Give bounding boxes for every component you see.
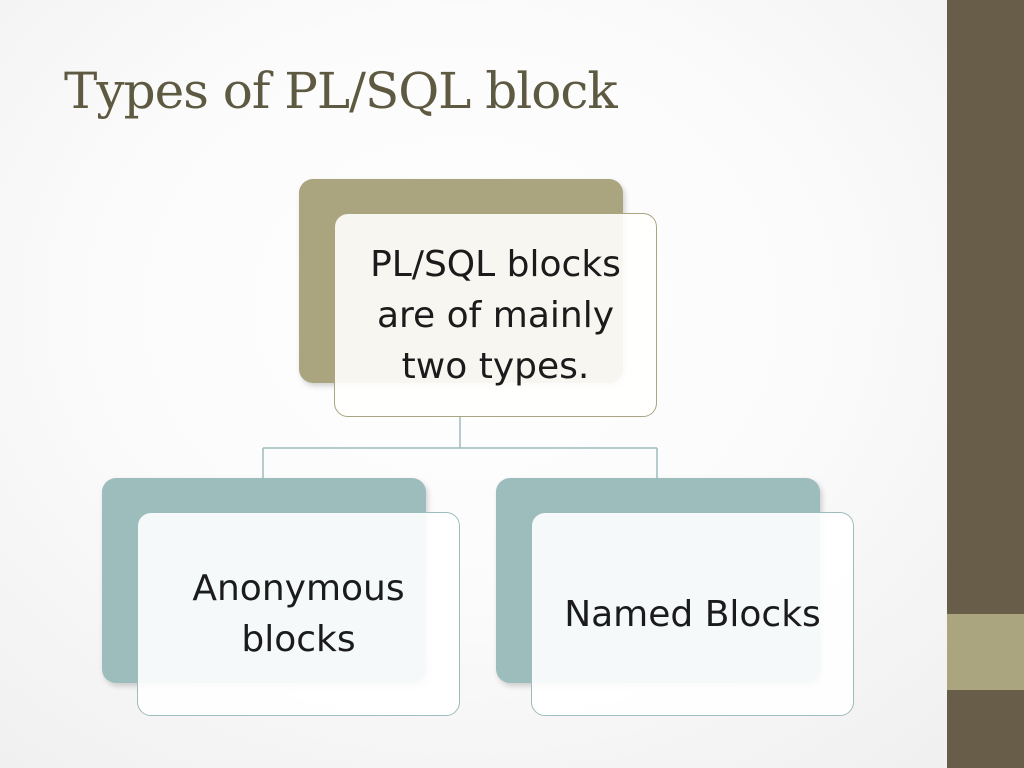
- child-node-anonymous-text: Anonymous blocks: [192, 568, 405, 660]
- child-node-anonymous: Anonymous blocks: [137, 512, 460, 716]
- slide-title: Types of PL/SQL block: [64, 62, 618, 120]
- child-node-named-text: Named Blocks: [564, 593, 821, 635]
- slide-side-accent: [947, 614, 1024, 690]
- root-node: PL/SQL blocks are of mainly two types.: [334, 213, 657, 417]
- child-node-named: Named Blocks: [531, 512, 854, 716]
- root-node-text: PL/SQL blocks are of mainly two types.: [370, 243, 621, 387]
